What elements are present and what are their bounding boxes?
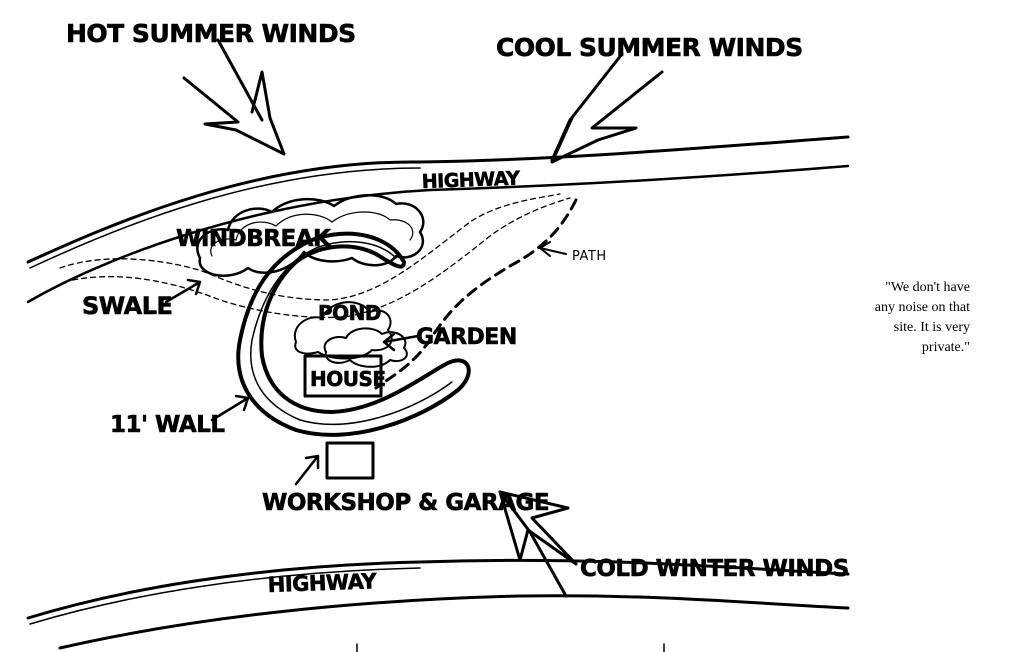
label-workshop-garage: WORKSHOP & GARAGE (262, 490, 549, 516)
garden (323, 327, 408, 368)
pond (293, 301, 393, 360)
label-windbreak: WINDBREAK (176, 226, 332, 252)
label-wall: 11' WALL (110, 412, 225, 438)
label-hot-summer-winds: HOT SUMMER WINDS (66, 19, 356, 48)
label-highway-bottom: HIGHWAY (267, 569, 377, 597)
bottom-highway-band (26, 558, 850, 650)
cool-summer-winds-arrow (550, 52, 664, 164)
windbreak-shrubs (196, 194, 425, 277)
side-quote: "We don't have any noise on that site. I… (874, 280, 970, 355)
hot-summer-winds-arrow (182, 38, 286, 156)
label-swale: SWALE (82, 292, 172, 320)
swale-lines (59, 193, 571, 319)
eleven-foot-wall (236, 231, 471, 437)
label-pond: POND (318, 301, 381, 325)
pointer-arrows (164, 241, 567, 486)
label-house: HOUSE (310, 367, 386, 391)
house-box (303, 354, 383, 398)
label-highway-top: HIGHWAY (421, 168, 520, 193)
label-cool-summer-winds: COOL SUMMER WINDS (496, 33, 803, 62)
label-garden: GARDEN (416, 325, 517, 350)
path-line (374, 198, 578, 390)
workshop-box (325, 441, 375, 480)
bottom-tick-marks (356, 643, 665, 652)
site-plan-sketch: HOT SUMMER WINDS COOL SUMMER WINDS HIGHW… (26, 19, 850, 652)
label-path: PATH (572, 249, 607, 264)
top-highway-band (26, 135, 850, 304)
cold-winter-winds-arrow (498, 490, 578, 598)
label-cold-winter-winds: COLD WINTER WINDS (580, 556, 849, 582)
